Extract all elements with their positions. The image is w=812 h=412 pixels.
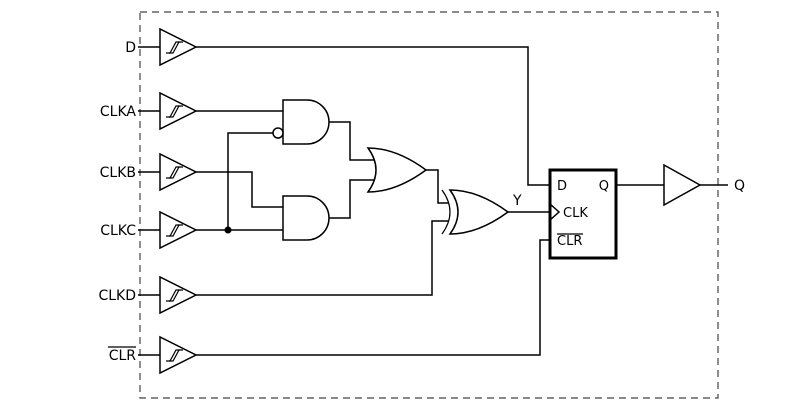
ff-pin-clk: CLK — [563, 206, 588, 221]
schmitt-buffer-clka — [159, 92, 197, 130]
flip-flop-body — [548, 168, 618, 260]
wire-or-to-xor — [426, 169, 449, 204]
input-label-clkb: CLKB — [100, 165, 136, 181]
wire-and1-to-or — [329, 121, 376, 161]
and-gate-2 — [282, 195, 330, 241]
xor-input-arc — [441, 189, 451, 235]
ff-pin-d: D — [557, 179, 567, 194]
wire-d-to-ff — [196, 46, 550, 186]
circuit-boundary — [139, 11, 719, 399]
output-buffer — [663, 163, 702, 207]
schmitt-buffer-clr — [159, 336, 197, 374]
junction-dot — [224, 226, 232, 234]
net-label-y: Y — [512, 193, 522, 209]
output-label-q: Q — [734, 178, 745, 194]
wire-and2-to-or — [329, 179, 376, 219]
input-label-clkd: CLKD — [98, 288, 136, 304]
schmitt-buffer-clkb — [159, 153, 197, 191]
input-label-clr: CLR — [109, 348, 137, 364]
xor-gate — [448, 189, 510, 235]
or-gate — [366, 147, 428, 193]
input-label-clka: CLKA — [100, 104, 137, 120]
schmitt-buffer-d — [159, 28, 197, 66]
inverted-input-bubble — [272, 127, 284, 139]
wire-clkd-to-xor — [196, 220, 449, 296]
clock-chevron-icon — [549, 203, 561, 221]
ff-pin-clr: CLR — [557, 234, 582, 249]
and-gate-1 — [282, 99, 330, 145]
input-label-clkc: CLKC — [100, 223, 136, 239]
schmitt-buffer-clkd — [159, 276, 197, 314]
ff-pin-q: Q — [599, 179, 609, 194]
wire-clr-to-ff — [196, 239, 550, 356]
input-label-d: D — [125, 40, 136, 56]
d-flip-flop: D Q CLK CLR — [548, 168, 618, 260]
schmitt-buffer-clkc — [159, 211, 197, 249]
wire-clkb-to-and2 — [196, 171, 283, 208]
wire-clkc-branch-to-and1 — [227, 132, 273, 230]
